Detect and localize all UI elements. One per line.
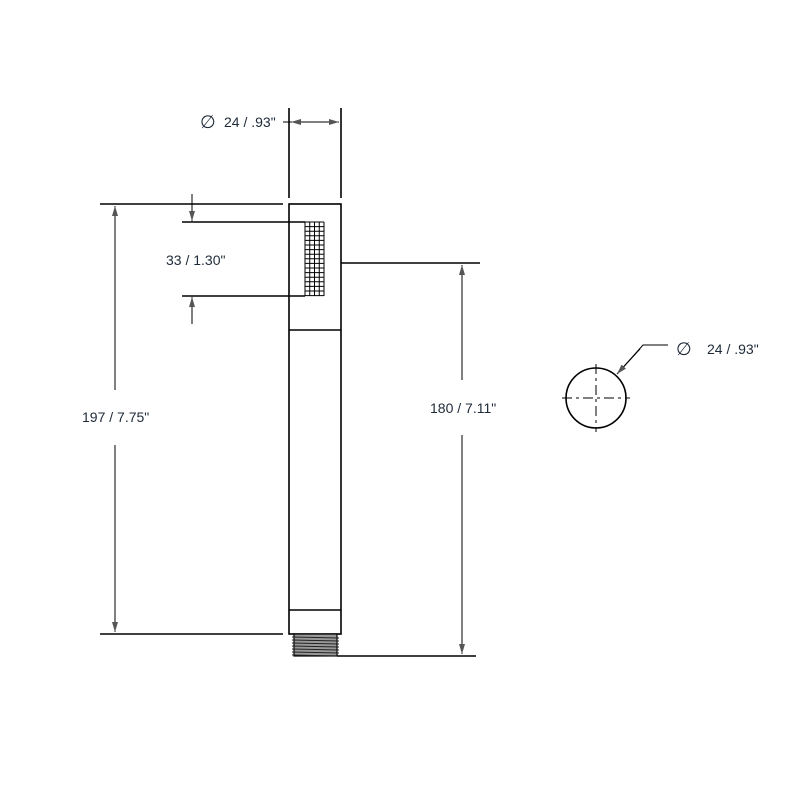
spray-nozzle-grid bbox=[304, 221, 325, 297]
diameter-top-label: 24 / .93" bbox=[224, 114, 276, 130]
thread-line bbox=[291, 645, 340, 648]
spray-face-label: 33 / 1.30" bbox=[166, 252, 225, 268]
thread-line bbox=[291, 636, 340, 639]
diameter-side-label: 24 / .93" bbox=[707, 341, 759, 357]
thread-line bbox=[291, 642, 340, 645]
thread-line bbox=[291, 639, 340, 642]
diameter-dimension-top: ∅ 24 / .93" bbox=[200, 108, 342, 198]
diameter-symbol: ∅ bbox=[676, 339, 692, 359]
diameter-symbol: ∅ bbox=[200, 112, 216, 132]
thread-line bbox=[291, 651, 340, 654]
overall-length-label: 197 / 7.75" bbox=[82, 409, 149, 425]
end-view-circle: ∅ 24 / .93" bbox=[562, 339, 759, 432]
overall-length-dimension: 197 / 7.75" bbox=[82, 206, 283, 635]
thread-line bbox=[291, 648, 340, 651]
length-to-thread-dimension: 180 / 7.11" bbox=[337, 262, 496, 657]
thread-line bbox=[291, 654, 340, 657]
spray-face-dimension: 33 / 1.30" bbox=[100, 194, 305, 324]
thread-connector bbox=[291, 633, 340, 657]
length-to-thread-label: 180 / 7.11" bbox=[430, 400, 496, 416]
